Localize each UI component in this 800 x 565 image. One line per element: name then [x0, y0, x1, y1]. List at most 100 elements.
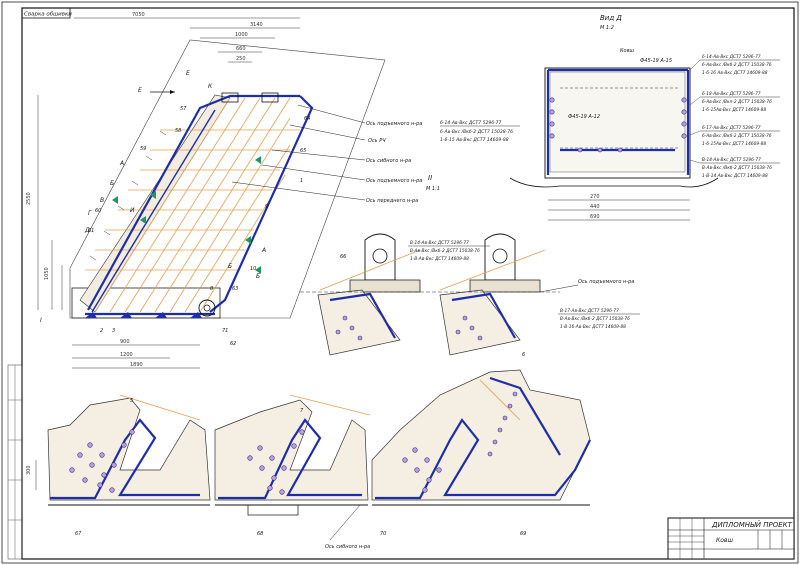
svg-text:Ось подъемного н-ра: Ось подъемного н-ра — [578, 279, 634, 285]
svg-text:Е: Е — [186, 70, 190, 77]
svg-text:Ось сибного н-ра: Ось сибного н-ра — [366, 158, 411, 164]
svg-text:А: А — [119, 160, 124, 167]
svg-text:Б: Б — [110, 180, 114, 187]
svg-text:440: 440 — [590, 204, 600, 210]
title-block: ДИПЛОМНЫЙ ПРОЕКТ Ковш — [667, 517, 795, 560]
svg-text:Б: Б — [228, 263, 232, 270]
svg-text:57: 57 — [180, 106, 187, 112]
weld-seam-left — [87, 94, 300, 311]
svg-text:64: 64 — [304, 116, 310, 122]
svg-text:660: 660 — [236, 46, 246, 52]
svg-text:Ось переднего н-ра: Ось переднего н-ра — [366, 198, 418, 204]
svg-text:59: 59 — [140, 146, 146, 152]
svg-text:7050: 7050 — [132, 12, 145, 18]
svg-text:7: 7 — [300, 408, 304, 414]
svg-text:В-Ав-Вкс /Вкб-2 ДСТ7 15038-76: В-Ав-Вкс /Вкб-2 ДСТ7 15038-76 — [702, 165, 772, 171]
svg-text:Б: Б — [256, 273, 260, 280]
svg-text:66: 66 — [340, 254, 346, 260]
section-joint-right — [439, 233, 546, 356]
svg-text:1-6-15Ав-Вкс ДСТ7 14609-88: 1-6-15Ав-Вкс ДСТ7 14609-88 — [702, 107, 766, 113]
svg-text:I: I — [40, 317, 42, 324]
svg-text:1-6-15Ав-Вкс ДСТ7 14609-88: 1-6-15Ав-Вкс ДСТ7 14609-88 — [702, 141, 766, 147]
svg-text:10: 10 — [250, 266, 256, 272]
svg-text:1-6-16 Ав-Вкс ДСТ7 14609-88: 1-6-16 Ав-Вкс ДСТ7 14609-88 — [702, 70, 768, 76]
svg-text:6-14-Ав-Вкс ДСТ7 5296-77: 6-14-Ав-Вкс ДСТ7 5296-77 — [702, 54, 761, 60]
svg-text:Ковш: Ковш — [620, 48, 635, 54]
svg-text:6-Ав-Вкс /Вкп-2 ДСТ7 15038-76: 6-Ав-Вкс /Вкп-2 ДСТ7 15038-76 — [702, 99, 772, 105]
svg-text:250: 250 — [236, 56, 246, 62]
reinforcement-grid — [85, 97, 300, 313]
svg-text:Е: Е — [138, 87, 142, 94]
svg-text:Ось подъемного н-ра: Ось подъемного н-ра — [366, 178, 422, 184]
svg-text:63: 63 — [232, 286, 238, 292]
svg-text:А: А — [261, 247, 266, 254]
main-leader-texts: Ось подъемного н-ра Ось РЧ Ось сибного н… — [366, 121, 422, 204]
svg-text:71: 71 — [222, 328, 228, 334]
sheet-inner-frame — [21, 7, 795, 560]
position-numbers: 66 67 68 69 70 71 62 63 64 65 57 58 59 6… — [75, 106, 526, 537]
svg-text:Ось подъемного н-ра: Ось подъемного н-ра — [366, 121, 422, 127]
main-callouts: Е Е К А Б В Г Д И А Б Б I — [40, 70, 266, 324]
section-title: II — [428, 174, 432, 182]
svg-text:Ф45-19 А-12: Ф45-19 А-12 — [568, 114, 600, 120]
svg-text:300: 300 — [26, 465, 32, 475]
svg-text:В: В — [100, 197, 104, 204]
svg-text:Д: Д — [84, 227, 90, 234]
weld-seam-diag — [91, 109, 216, 313]
bottom-sections: 300 — [26, 369, 591, 550]
svg-text:8: 8 — [210, 286, 213, 292]
section-ii: II М 1:1 В-14-Ав-Вкс ДСТ7 5296-77 В-Ав-В… — [300, 174, 640, 356]
view-d: Вид Д М 1:2 270 440 69 — [509, 14, 719, 221]
section-scale: М 1:1 — [426, 186, 440, 192]
svg-text:6-18-Ав-Вкс ДСТ7 5296-77: 6-18-Ав-Вкс ДСТ7 5296-77 — [702, 91, 761, 97]
svg-text:690: 690 — [590, 214, 600, 220]
bottom-section-3 — [371, 369, 591, 506]
svg-text:69: 69 — [520, 531, 526, 537]
svg-text:В-14-Ав-Вкс ДСТ7 5296-77: В-14-Ав-Вкс ДСТ7 5296-77 — [702, 157, 761, 163]
view-d-title: Вид Д — [600, 14, 622, 22]
view-d-bolts — [549, 97, 687, 153]
svg-text:6-Ав-Вкс /Вкб-2 ДСТ7 15038-76: 6-Ав-Вкс /Вкб-2 ДСТ7 15038-76 — [702, 133, 772, 139]
binding-strip — [7, 364, 23, 560]
svg-text:3: 3 — [112, 328, 115, 334]
title-name: Ковш — [716, 537, 733, 544]
weld-notes-top: 6-14-Ав-Вкс ДСТ7 5296-77 6-Ав-Вкс /Вкб-2… — [440, 120, 520, 143]
cutting-teeth — [85, 312, 202, 318]
svg-text:В-17-Ав-Вкс ДСТ7 5296-77: В-17-Ав-Вкс ДСТ7 5296-77 — [560, 308, 619, 314]
svg-text:6-Ав-Вкс /Вкб-2 ДСТ7 15038-76: 6-Ав-Вкс /Вкб-2 ДСТ7 15038-76 — [440, 129, 513, 135]
svg-text:5: 5 — [130, 398, 133, 404]
svg-text:1200: 1200 — [120, 352, 133, 358]
bottom-section-1 — [47, 394, 211, 506]
svg-text:В-Ав-Вкс /Вкб-2 ДСТ7 15038-76: В-Ав-Вкс /Вкб-2 ДСТ7 15038-76 — [410, 248, 480, 254]
svg-text:В-Ав-Вкс /Вкб-2 ДСТ7 15038-76: В-Ав-Вкс /Вкб-2 ДСТ7 15038-76 — [560, 316, 630, 322]
svg-text:6: 6 — [522, 352, 525, 358]
svg-text:Ф45-19 А-15: Ф45-19 А-15 — [640, 58, 672, 64]
svg-text:Ось сибного н-ра: Ось сибного н-ра — [325, 544, 370, 550]
svg-text:6-Ав-Вкс /Вкб-2 ДСТ7 15038-76: 6-Ав-Вкс /Вкб-2 ДСТ7 15038-76 — [702, 62, 772, 68]
svg-text:2: 2 — [100, 328, 103, 334]
svg-text:1890: 1890 — [130, 362, 143, 368]
svg-text:68: 68 — [257, 531, 263, 537]
weld-notes-right: 6-14-Ав-Вкс ДСТ7 5296-77 6-Ав-Вкс /Вкб-2… — [689, 54, 780, 179]
svg-text:И: И — [130, 207, 135, 214]
svg-text:1-6-15 Ав-Вкс ДСТ7 14609-88: 1-6-15 Ав-Вкс ДСТ7 14609-88 — [440, 137, 509, 143]
weld-seam-right — [209, 95, 314, 313]
svg-text:270: 270 — [590, 194, 600, 200]
svg-text:60: 60 — [95, 208, 101, 214]
svg-text:6-17-Ав-Вкс ДСТ7 5296-77: 6-17-Ав-Вкс ДСТ7 5296-77 — [702, 125, 761, 131]
svg-text:1-В-14 Ав-Вкс ДСТ7 14609-88: 1-В-14 Ав-Вкс ДСТ7 14609-88 — [702, 173, 768, 179]
svg-text:58: 58 — [175, 128, 181, 134]
top-left-stamp: Сварка обшивки — [21, 7, 72, 19]
svg-text:В-14-Ав-Вкс ДСТ7 5296-77: В-14-Ав-Вкс ДСТ7 5296-77 — [410, 240, 469, 246]
stamp-top-text: Сварка обшивки — [24, 12, 72, 18]
bucket-envelope — [69, 39, 386, 319]
svg-text:1-В-16-Ав-Вкс ДСТ7 14609-88: 1-В-16-Ав-Вкс ДСТ7 14609-88 — [560, 324, 626, 330]
svg-text:1-В-Ав-Вкс ДСТ7 14609-88: 1-В-Ав-Вкс ДСТ7 14609-88 — [410, 256, 469, 262]
main-bucket-view: 2550 1050 7050 3140 1000 660 250 900 120… — [26, 12, 386, 369]
svg-text:К: К — [208, 83, 213, 90]
section-joint-left — [317, 233, 421, 356]
svg-text:67: 67 — [75, 531, 82, 537]
svg-text:1000: 1000 — [235, 32, 248, 38]
svg-text:Ось РЧ: Ось РЧ — [368, 138, 386, 144]
